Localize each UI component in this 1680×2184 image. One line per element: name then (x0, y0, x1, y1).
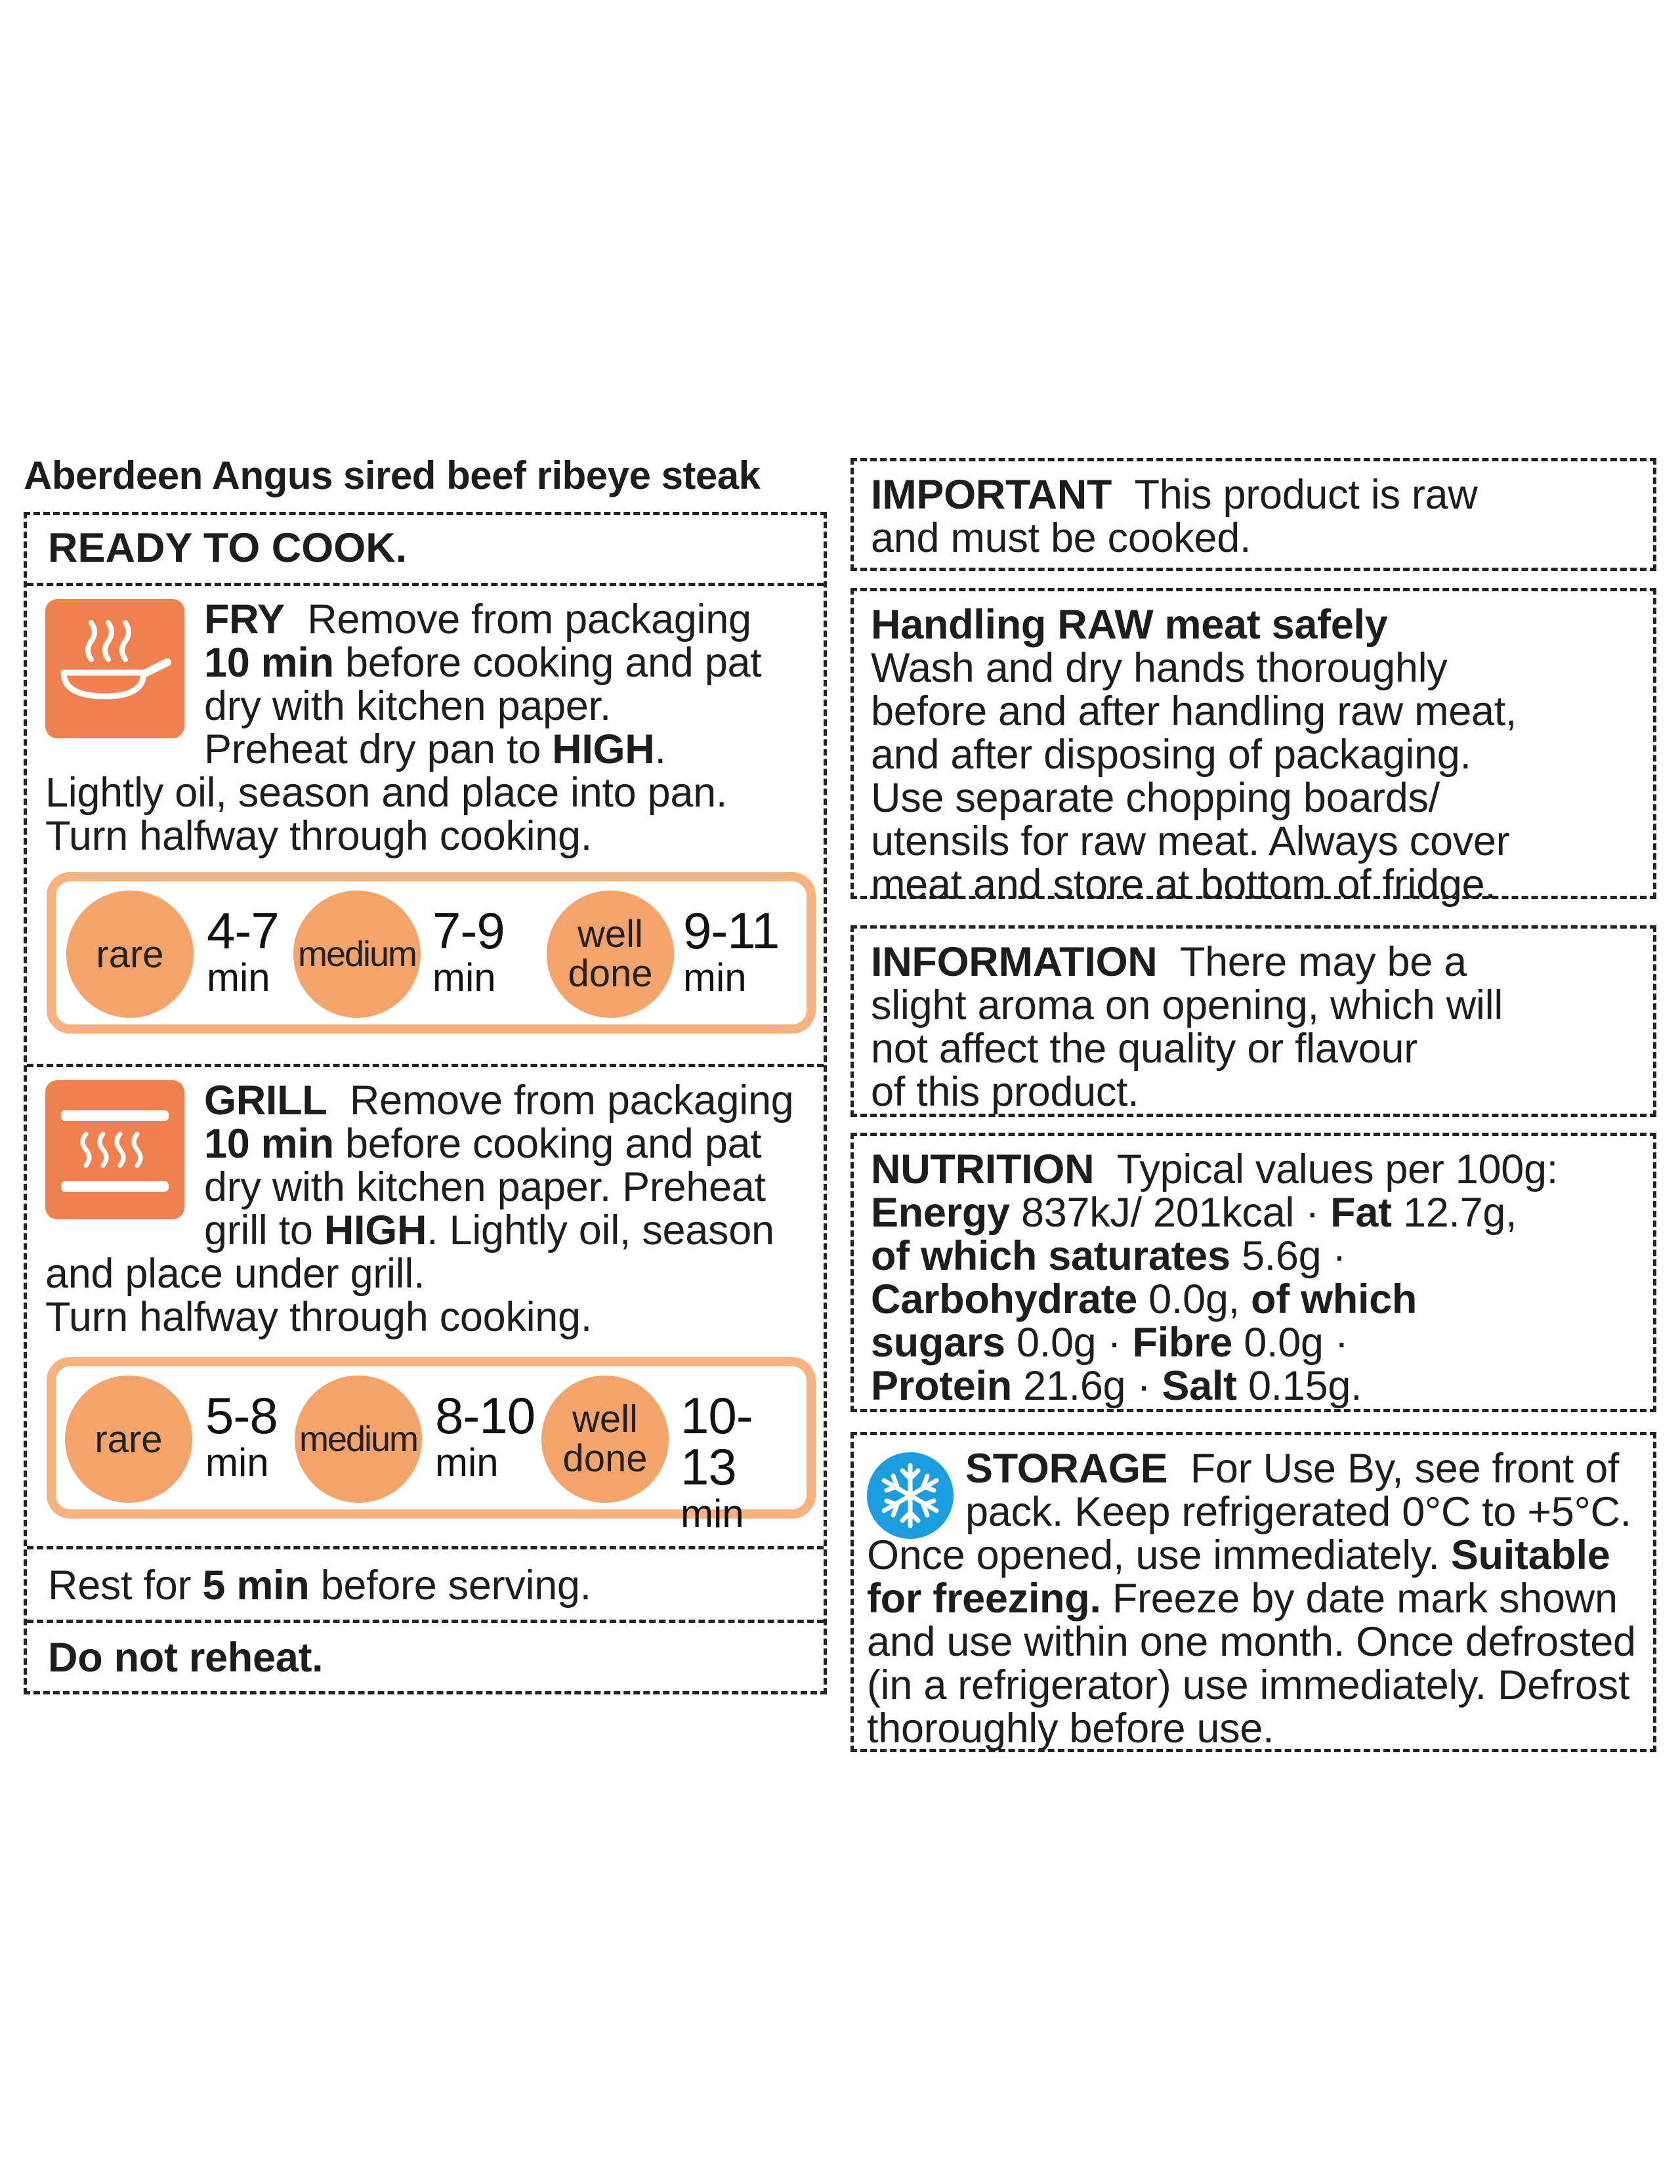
handling-line-4: Use separate chopping boards/ (871, 775, 1440, 821)
storage-line-1: STORAGE For Use By, see front of (965, 1446, 1620, 1492)
nutrition-heading: NUTRITION (871, 1146, 1095, 1192)
fry-line-3: dry with kitchen paper. (204, 683, 611, 729)
important-box: IMPORTANT This product is raw and must b… (850, 458, 1656, 571)
information-line-3: not affect the quality or flavour (871, 1026, 1418, 1072)
handling-box: Handling RAW meat safely Wash and dry ha… (850, 588, 1656, 906)
grill-line-5: and place under grill. (45, 1251, 425, 1297)
fry-line-2: 10 min before cooking and pat (204, 640, 762, 686)
frying-pan-icon (45, 599, 184, 738)
important-heading: IMPORTANT (871, 472, 1112, 518)
grill-rare-dot: rare (65, 1376, 192, 1503)
important-line-1: IMPORTANT This product is raw (871, 472, 1478, 518)
handling-line-3: and after disposing of packaging. (871, 732, 1471, 778)
information-line-4: of this product. (871, 1069, 1139, 1115)
reheat-text: Do not reheat. (48, 1635, 324, 1681)
nutrition-line-6: Protein 21.6g · Salt 0.15g. (871, 1363, 1362, 1409)
reheat-section: Do not reheat. (27, 1623, 824, 1691)
storage-box: STORAGE For Use By, see front of pack. K… (850, 1432, 1656, 1752)
nutrition-line-2: Energy 837kJ/ 201kcal · Fat 12.7g, (871, 1190, 1517, 1236)
grill-section: GRILL Remove from packaging 10 min befor… (27, 1067, 824, 1549)
handling-line-5: utensils for raw meat. Always cover (871, 818, 1510, 864)
storage-line-4: for freezing. Freeze by date mark shown (867, 1576, 1618, 1622)
nutrition-line-4: Carbohydrate 0.0g, of which (871, 1276, 1418, 1322)
product-title: Aberdeen Angus sired beef ribeye steak (24, 453, 761, 497)
fry-heading: FRY (204, 597, 285, 642)
storage-heading: STORAGE (965, 1446, 1168, 1492)
fry-medium-dot: medium (293, 891, 421, 1018)
fry-section: FRY Remove from packaging 10 min before … (27, 586, 824, 1067)
grill-line-6: Turn halfway through cooking. (45, 1294, 592, 1340)
ready-section: READY TO COOK. (27, 515, 824, 586)
grill-heading: GRILL (204, 1078, 327, 1124)
fry-rare-dot: rare (66, 891, 194, 1018)
information-line-2: slight aroma on opening, which will (871, 982, 1503, 1028)
fry-line-1: FRY Remove from packaging (204, 597, 751, 642)
information-line-1: INFORMATION There may be a (871, 939, 1467, 985)
storage-line-3: Once opened, use immediately. Suitable (867, 1532, 1610, 1578)
fry-line-4: Preheat dry pan to HIGH. (204, 726, 666, 772)
ready-heading: READY TO COOK. (48, 525, 408, 571)
handling-line-1: Wash and dry hands thoroughly (871, 645, 1448, 691)
rest-text: Rest for 5 min before serving. (48, 1563, 591, 1608)
nutrition-line-5: sugars 0.0g · Fibre 0.0g · (871, 1320, 1349, 1366)
grill-medium-dot: medium (295, 1376, 422, 1503)
information-box: INFORMATION There may be a slight aroma … (850, 925, 1656, 1117)
information-panel: IMPORTANT This product is raw and must b… (850, 458, 1656, 1752)
fry-line-5: Lightly oil, season and place into pan. (45, 770, 728, 816)
storage-line-7: thoroughly before use. (867, 1706, 1274, 1752)
storage-line-5: and use within one month. Once defrosted (867, 1619, 1636, 1665)
handling-line-6: meat and store at bottom of fridge. (871, 862, 1496, 908)
nutrition-line-1: NUTRITION Typical values per 100g: (871, 1146, 1558, 1192)
cooking-instructions-panel: READY TO COOK. FRY Remove from packaging… (24, 512, 827, 1694)
storage-line-2: pack. Keep refrigerated 0°C to +5°C. (965, 1489, 1631, 1535)
important-line-2: and must be cooked. (871, 515, 1251, 561)
grill-icon (45, 1080, 184, 1219)
nutrition-line-3: of which saturates 5.6g · (871, 1233, 1347, 1279)
storage-line-6: (in a refrigerator) use immediately. Def… (867, 1662, 1630, 1708)
snowflake-icon (867, 1452, 954, 1539)
grill-line-4: grill to HIGH. Lightly oil, season (204, 1208, 774, 1253)
handling-heading: Handling RAW meat safely (871, 602, 1388, 648)
grill-line-2: 10 min before cooking and pat (204, 1121, 762, 1167)
grill-line-3: dry with kitchen paper. Preheat (204, 1164, 766, 1210)
grill-line-1: GRILL Remove from packaging (204, 1078, 794, 1124)
nutrition-box: NUTRITION Typical values per 100g: Energ… (850, 1133, 1656, 1412)
rest-section: Rest for 5 min before serving. (27, 1549, 824, 1623)
information-heading: INFORMATION (871, 939, 1158, 985)
handling-line-2: before and after handling raw meat, (871, 688, 1517, 734)
fry-line-6: Turn halfway through cooking. (45, 813, 592, 859)
